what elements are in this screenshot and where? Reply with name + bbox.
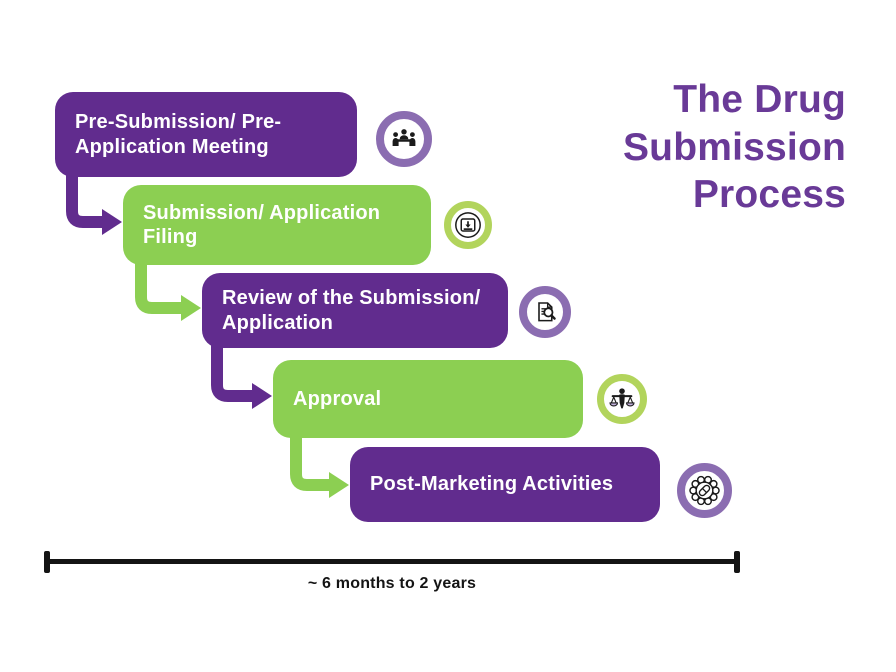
gear-capsule-glyph [689, 475, 720, 506]
document-submit-glyph [455, 212, 481, 238]
step-box-pre-submission: Pre-Submission/ Pre-Application Meeting [55, 92, 357, 177]
timeline-bar [46, 559, 738, 564]
gear-capsule-icon [677, 463, 732, 518]
arrow-step4-to-step5 [290, 430, 349, 498]
step-box-post-marketing: Post-Marketing Activities [350, 447, 660, 522]
step-label: Pre-Submission/ Pre-Application Meeting [75, 111, 282, 158]
document-submit-icon [444, 201, 492, 249]
step-label: Review of the Submission/ Application [222, 287, 481, 334]
step-label: Post-Marketing Activities [370, 473, 614, 496]
step-box-review: Review of the Submission/ Application [202, 273, 508, 348]
timeline-end-cap [734, 551, 740, 573]
arrow-step1-to-step2 [66, 168, 122, 235]
justice-scales-icon [597, 374, 647, 424]
step-box-approval: Approval [273, 360, 583, 438]
justice-scales-glyph [609, 388, 635, 409]
step-box-submission-filing: Submission/ Application Filing [123, 185, 431, 265]
step-label: Submission/ Application Filing [143, 201, 381, 248]
meeting-icon [376, 111, 432, 167]
arrow-step3-to-step4 [211, 340, 272, 409]
title-line-2: Submission [622, 125, 846, 169]
title-line-3: Process [692, 173, 846, 217]
meeting-glyph [392, 129, 416, 146]
page-title: The Drug Submission Process [526, 76, 846, 219]
document-search-glyph [538, 302, 556, 322]
document-search-icon [519, 286, 571, 338]
step-label: Approval [293, 387, 382, 410]
arrow-step2-to-step3 [135, 258, 201, 321]
timeline-start-cap [44, 551, 50, 573]
timeline-duration-label: ~ 6 months to 2 years [307, 575, 477, 592]
title-line-1: The Drug [673, 78, 846, 121]
